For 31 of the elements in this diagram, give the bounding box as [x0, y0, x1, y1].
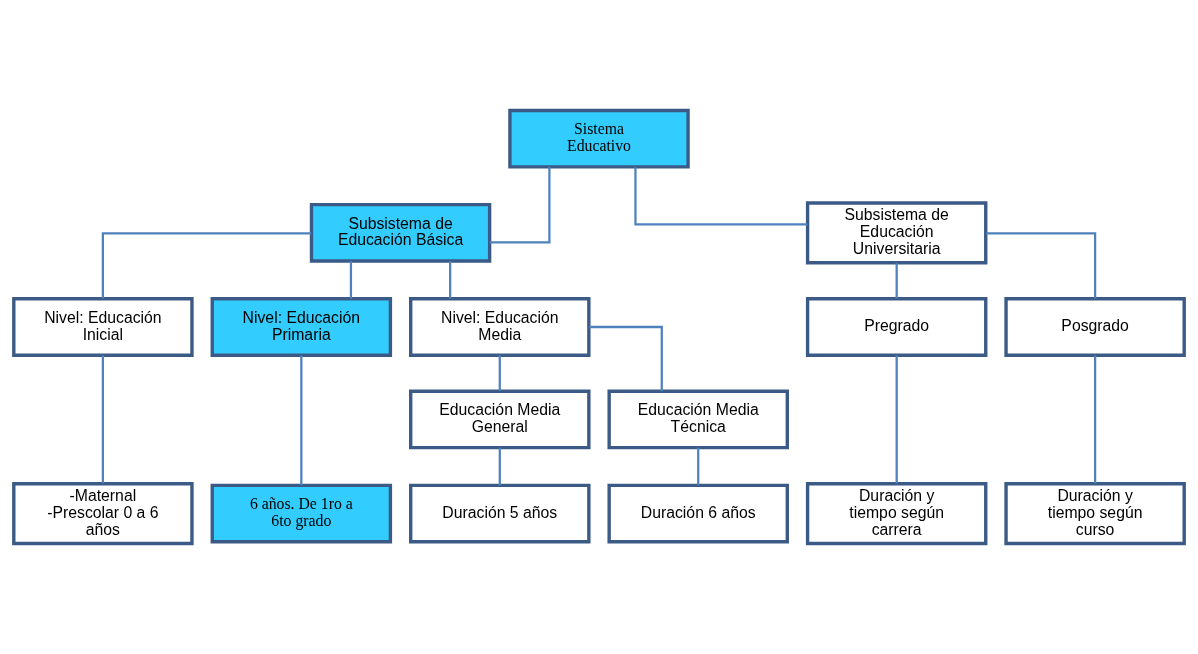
connector [697, 447, 700, 486]
node-box: Subsistema de Educación Básica [309, 202, 492, 263]
connector [300, 355, 303, 486]
node-box: 6 años. De 1ro a 6to grado [210, 483, 393, 544]
connector [589, 325, 663, 392]
node-box: Duración 6 años [607, 483, 789, 544]
connector [101, 232, 312, 299]
connector [1094, 355, 1097, 484]
node-box: Nivel: Educación Primaria [210, 297, 393, 357]
node-box: Subsistema de Educación Universitaria [805, 201, 988, 265]
connector [986, 232, 1097, 299]
connector [498, 355, 501, 392]
connector [498, 447, 501, 486]
node-box: Nivel: Educación Media [409, 297, 591, 357]
node-box: Duración y tiempo según carrera [805, 482, 988, 546]
node-box: Pregrado [805, 297, 988, 357]
connector [349, 261, 353, 299]
node-box: Educación Media General [409, 389, 591, 450]
node-box: -Maternal -Prescolar 0 a 6 años [12, 482, 194, 546]
node-box: Nivel: Educación Inicial [12, 297, 194, 357]
node-box: Duración y tiempo según curso [1004, 482, 1186, 546]
connector [895, 355, 898, 484]
connector [634, 167, 808, 226]
connector [101, 355, 104, 484]
connector [449, 261, 452, 299]
node-box: Educación Media Técnica [607, 389, 789, 450]
connector [489, 167, 551, 244]
connector [895, 263, 898, 299]
node-box: Sistema Educativo [508, 108, 690, 169]
node-box: Posgrado [1004, 297, 1186, 357]
node-box: Duración 5 años [409, 483, 591, 544]
